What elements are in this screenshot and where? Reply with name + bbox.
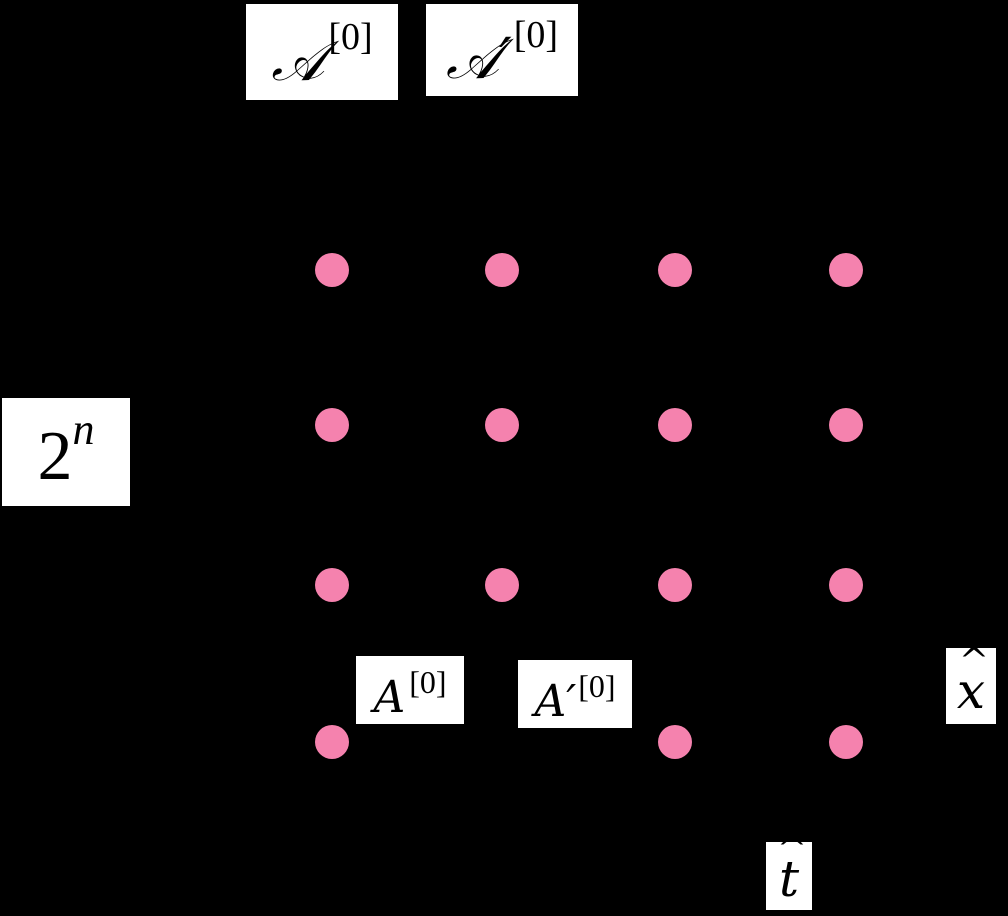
lattice-node-r1c1 bbox=[315, 253, 349, 287]
label-cal-a-0: 𝒜[0] bbox=[246, 4, 398, 100]
label-two-sup: n bbox=[72, 405, 95, 454]
lattice-node-r2c1 bbox=[315, 408, 349, 442]
label-a-base: A bbox=[373, 672, 406, 723]
label-a-prime-base: A′ bbox=[534, 676, 577, 727]
label-x-hat-base: x bbox=[957, 666, 985, 716]
lattice-node-r3c3 bbox=[658, 568, 692, 602]
lattice-node-r3c1 bbox=[315, 568, 349, 602]
label-t-hat-base: t bbox=[779, 854, 799, 904]
lattice-node-r1c4 bbox=[829, 253, 863, 287]
label-t-hat: t bbox=[766, 842, 812, 910]
lattice-node-r3c4 bbox=[829, 568, 863, 602]
label-cal-a-prime-base: 𝒜′ bbox=[445, 27, 512, 92]
label-cal-a-prime-0: 𝒜′[0] bbox=[426, 4, 578, 96]
label-cal-a-sup: [0] bbox=[328, 16, 373, 58]
lattice-node-r2c4 bbox=[829, 408, 863, 442]
label-x-hat: x bbox=[946, 648, 996, 724]
lattice-nodes bbox=[315, 253, 863, 759]
lattice-node-r2c2 bbox=[485, 408, 519, 442]
label-a-prime-0: A′[0] bbox=[518, 660, 632, 728]
lattice-node-r4c3 bbox=[658, 725, 692, 759]
lattice-node-r1c2 bbox=[485, 253, 519, 287]
lattice-node-r2c3 bbox=[658, 408, 692, 442]
label-a-sup: [0] bbox=[409, 664, 447, 700]
lattice-node-r4c1 bbox=[315, 725, 349, 759]
lattice-node-r4c4 bbox=[829, 725, 863, 759]
label-two-base: 2 bbox=[37, 418, 73, 495]
label-cal-a-prime-sup: [0] bbox=[513, 14, 558, 56]
lattice-node-r1c3 bbox=[658, 253, 692, 287]
label-a-0: A[0] bbox=[356, 656, 464, 724]
label-a-prime-sup: [0] bbox=[578, 668, 616, 704]
lattice-node-r3c2 bbox=[485, 568, 519, 602]
label-cal-a-base: 𝒜 bbox=[271, 29, 325, 94]
